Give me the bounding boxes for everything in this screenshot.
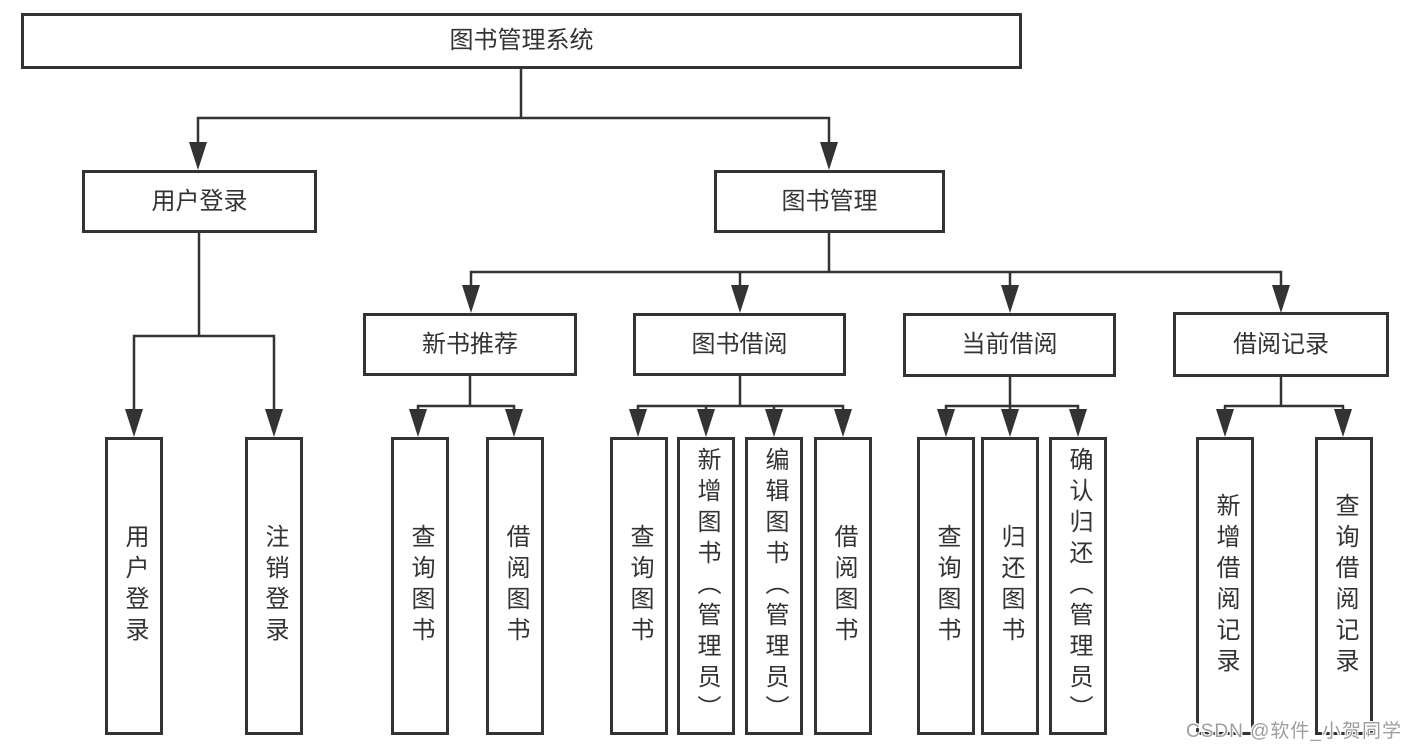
arrow-down-icon: [265, 409, 283, 437]
arrow-down-icon: [1272, 285, 1290, 313]
leaf-recommend-query-book: 查询图书: [391, 437, 449, 735]
arrow-down-icon: [731, 285, 749, 313]
leaf-label: 归还图书: [997, 524, 1024, 648]
arrow-down-icon: [765, 409, 783, 437]
node-current-borrow: 当前借阅: [903, 313, 1116, 377]
watermark: CSDN @软件_小贺同学: [1186, 721, 1402, 742]
leaf-recommend-borrow-book: 借阅图书: [486, 437, 544, 735]
arrow-down-icon: [697, 409, 715, 437]
node-borrow-records: 借阅记录: [1173, 312, 1389, 377]
leaf-label: 借阅图书: [502, 524, 529, 648]
node-new-book-recommend: 新书推荐: [363, 313, 577, 376]
arrow-down-icon: [629, 409, 647, 437]
connector-current-borrow: [944, 376, 1080, 413]
connector-book-management: [469, 233, 1283, 289]
arrow-down-icon: [189, 142, 207, 170]
connector-user-login: [132, 233, 276, 411]
leaf-label: 新增图书（管理员）: [693, 446, 720, 726]
leaf-borrow-query-book: 查询图书: [610, 437, 668, 735]
leaf-label: 注销登录: [261, 524, 288, 648]
node-label: 图书管理系统: [449, 27, 594, 54]
leaf-record-add: 新增借阅记录: [1196, 437, 1254, 735]
arrow-down-icon: [820, 142, 838, 170]
leaf-borrow-edit-book: 编辑图书（管理员）: [745, 437, 803, 735]
leaf-label: 查询图书: [407, 524, 434, 648]
connector-new-book-recommend: [416, 376, 516, 413]
node-label: 用户登录: [151, 187, 248, 215]
arrow-down-icon: [409, 409, 427, 437]
arrow-down-icon: [937, 409, 955, 437]
arrow-down-icon: [1216, 409, 1234, 437]
leaf-logout: 注销登录: [245, 437, 303, 735]
leaf-label: 编辑图书（管理员）: [761, 446, 788, 726]
leaf-label: 用户登录: [121, 524, 148, 648]
arrow-down-icon: [462, 285, 480, 313]
node-label: 图书借阅: [691, 330, 788, 358]
leaf-current-query-book: 查询图书: [917, 437, 975, 735]
arrowheads: [125, 142, 1352, 437]
leaf-current-confirm-return: 确认归还（管理员）: [1049, 437, 1107, 735]
leaf-borrow-add-book: 新增图书（管理员）: [677, 437, 735, 735]
arrow-down-icon: [1334, 409, 1352, 437]
leaf-label: 查询图书: [933, 524, 960, 648]
arrow-down-icon: [1001, 409, 1019, 437]
leaf-label: 查询借阅记录: [1331, 493, 1358, 679]
node-user-login: 用户登录: [82, 170, 317, 233]
node-label: 新书推荐: [422, 330, 518, 358]
arrow-down-icon: [125, 409, 143, 437]
node-book-borrow: 图书借阅: [633, 313, 846, 376]
connector-borrow-records: [1223, 376, 1345, 413]
arrow-down-icon: [1001, 285, 1019, 313]
arrow-down-icon: [834, 409, 852, 437]
connector-book-borrow: [636, 376, 845, 413]
leaf-label: 借阅图书: [830, 524, 857, 648]
leaf-user-login: 用户登录: [105, 437, 163, 735]
leaf-borrow-borrow-book: 借阅图书: [814, 437, 872, 735]
leaf-record-query: 查询借阅记录: [1315, 437, 1373, 735]
node-library-management-system: 图书管理系统: [21, 13, 1022, 69]
node-label: 借阅记录: [1233, 330, 1329, 358]
connector-root: [196, 69, 831, 144]
arrow-down-icon: [1069, 409, 1087, 437]
node-label: 图书管理: [781, 187, 878, 215]
leaf-label: 确认归还（管理员）: [1065, 446, 1092, 726]
leaf-label: 新增借阅记录: [1212, 493, 1239, 679]
arrow-down-icon: [505, 409, 523, 437]
leaf-current-return-book: 归还图书: [981, 437, 1039, 735]
leaf-label: 查询图书: [626, 524, 653, 648]
node-book-management: 图书管理: [714, 170, 945, 233]
node-label: 当前借阅: [961, 331, 1058, 358]
